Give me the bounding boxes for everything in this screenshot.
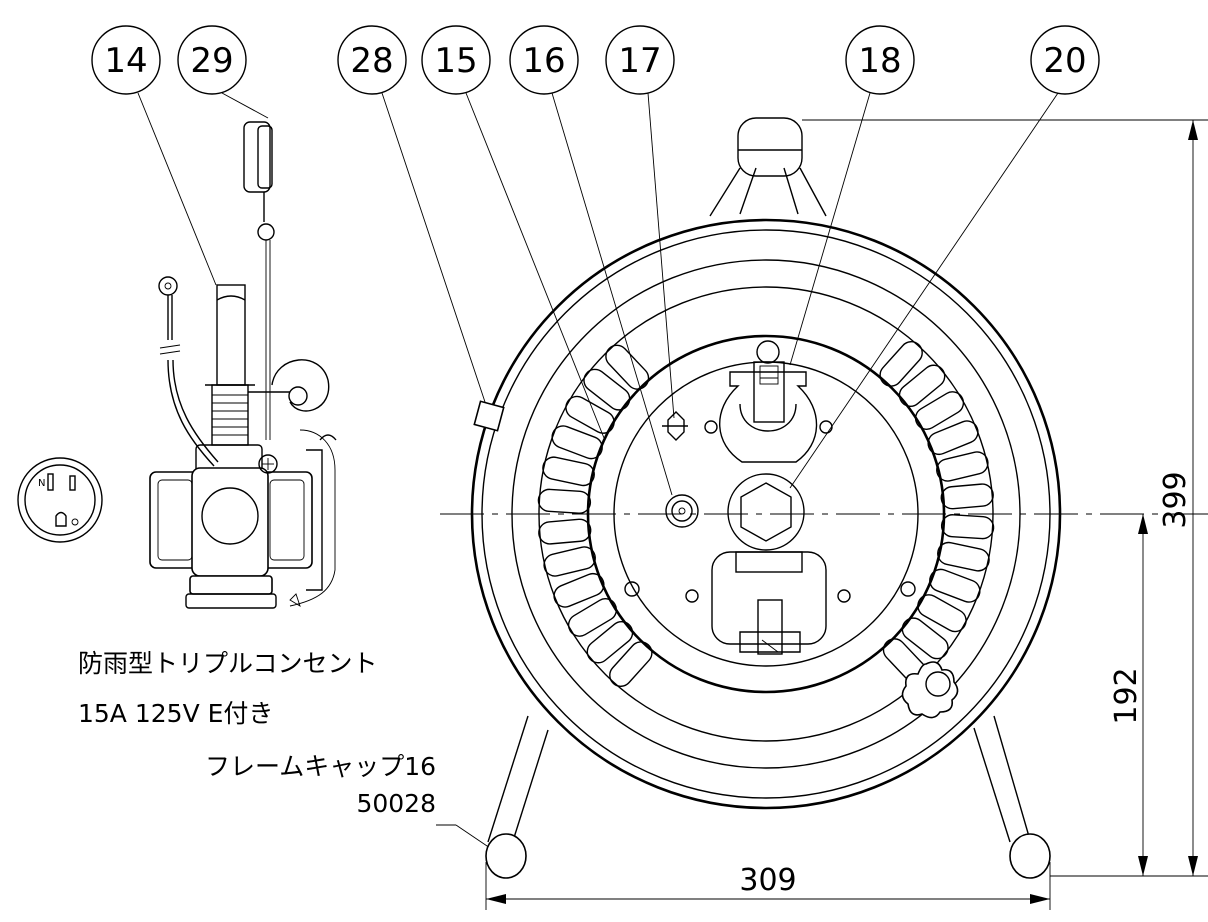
cord-reel: [470, 117, 1062, 879]
leader-lines: [137, 92, 1059, 849]
callout-14: 14: [91, 25, 161, 95]
callout-20-text: 20: [1043, 41, 1086, 81]
callout-29-text: 29: [190, 41, 233, 81]
reel-slot: [553, 572, 605, 608]
triple-outlet-assembly: [149, 121, 337, 609]
callout-15-text: 15: [434, 41, 477, 81]
callout-17-text: 17: [618, 41, 661, 81]
reel-slot: [543, 546, 596, 577]
callout-16-text: 16: [522, 41, 565, 81]
reel-slot: [929, 568, 981, 603]
callout-29: 29: [177, 25, 247, 95]
outlet-n-label: N: [38, 478, 45, 489]
callout-20: 20: [1030, 25, 1100, 95]
reel-slot: [551, 425, 603, 460]
reel-slot-ring: [537, 341, 995, 687]
reel-slot: [898, 364, 946, 408]
brake-knob: [901, 661, 959, 719]
reel-slot: [567, 598, 618, 637]
reel-slot: [917, 594, 967, 633]
callout-28: 28: [337, 25, 407, 95]
dim-309-label: 309: [739, 863, 796, 898]
reel-slot: [927, 420, 979, 456]
callout-28-text: 28: [350, 41, 393, 81]
callout-16: 16: [509, 25, 579, 95]
reel-slot: [609, 641, 653, 687]
callout-14-text: 14: [104, 41, 147, 81]
reel-slot: [940, 514, 995, 540]
frame-cap-label: フレームキャップ16: [205, 752, 436, 781]
reel-slot: [565, 395, 615, 434]
reel-slot: [583, 368, 631, 411]
reel-slot: [542, 456, 595, 487]
reel-slot: [936, 451, 989, 482]
dim-192-label: 192: [1109, 667, 1144, 724]
outlet-face-icon: N: [17, 457, 103, 543]
dim-399-label: 399: [1158, 471, 1193, 528]
frame-cap-code-label: 50028: [356, 789, 436, 818]
reel-slot: [879, 341, 923, 387]
reel-slot: [586, 620, 634, 664]
callout-17: 17: [605, 25, 675, 95]
dimension-lines: [485, 119, 1208, 910]
reel-top-outlet: [719, 340, 818, 463]
reel-slot: [537, 488, 592, 514]
reel-slot: [937, 541, 990, 572]
reel-slot: [940, 483, 994, 510]
callout-18-text: 18: [858, 41, 901, 81]
product-name-label: 防雨型トリプルコンセント: [78, 649, 378, 678]
reel-bottom-outlet: [711, 551, 827, 655]
callout-15: 15: [421, 25, 491, 95]
reel-slot: [605, 344, 650, 390]
reel-slot: [914, 391, 965, 430]
callout-18: 18: [845, 25, 915, 95]
reel-slot: [538, 518, 592, 545]
rating-label: 15A 125V E付き: [78, 699, 273, 728]
reel-slot: [901, 617, 949, 660]
